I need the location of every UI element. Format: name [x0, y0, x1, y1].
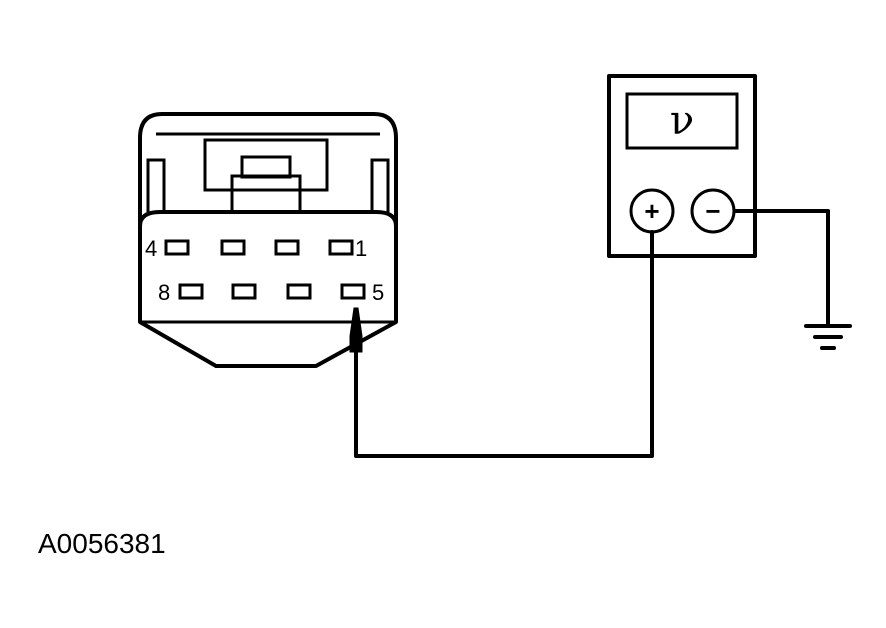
- test-probe: [349, 307, 363, 353]
- negative-terminal-symbol: −: [705, 196, 720, 226]
- figure-id: A0056381: [38, 528, 166, 559]
- pin-6: [286, 283, 312, 300]
- negative-terminal: [690, 188, 736, 234]
- positive-lead-wire: [354, 230, 654, 458]
- pin-8: [178, 283, 204, 300]
- pin-3: [220, 239, 246, 256]
- connector-lock-housing: [203, 138, 329, 192]
- probe-tip: [349, 307, 363, 353]
- connector-lock-tab: [240, 155, 292, 179]
- pin-5-label: 5: [372, 280, 384, 305]
- pin-1-label: 1: [355, 236, 367, 261]
- voltmeter-body: [607, 74, 757, 258]
- connector-body: [138, 112, 398, 368]
- ground-lead-wire: [733, 209, 830, 328]
- connector-left-latch: [146, 158, 166, 212]
- pin-5: [340, 283, 366, 300]
- voltmeter: ν + −: [607, 74, 757, 258]
- connector-right-latch: [370, 158, 390, 212]
- voltmeter-display: [625, 92, 739, 150]
- pin-7: [231, 283, 257, 300]
- pin-1: [328, 239, 354, 256]
- positive-terminal: [629, 188, 675, 234]
- connector: 4 1 8 5: [138, 112, 398, 368]
- pin-8-label: 8: [158, 280, 170, 305]
- ground-symbol: [804, 324, 852, 350]
- pin-2: [274, 239, 300, 256]
- pin-4: [164, 239, 190, 256]
- positive-terminal-symbol: +: [644, 196, 659, 226]
- voltmeter-display-symbol: ν: [670, 98, 694, 144]
- connector-pin-block: [138, 210, 398, 228]
- pin-4-label: 4: [145, 236, 157, 261]
- connector-lock-button: [230, 174, 302, 214]
